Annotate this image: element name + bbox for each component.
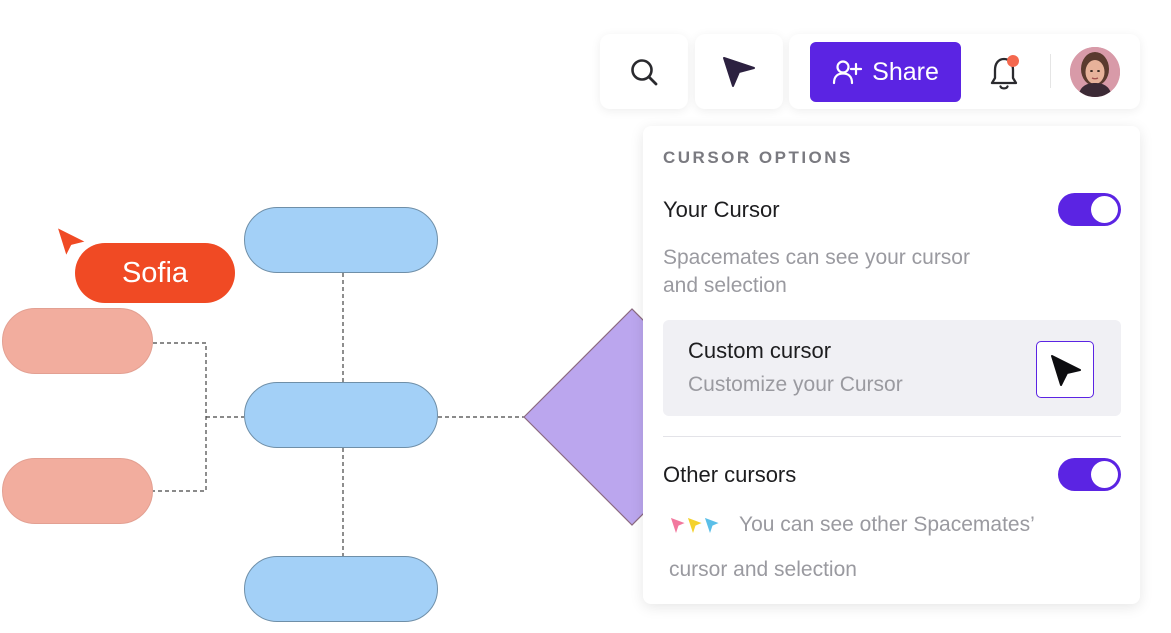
notification-dot — [1007, 55, 1019, 67]
multi-cursor-icon — [668, 514, 724, 540]
bell-icon — [990, 55, 1019, 90]
your-cursor-title: Your Cursor — [663, 197, 780, 222]
node-left-upper[interactable] — [2, 308, 153, 374]
toggle-knob — [1091, 196, 1118, 223]
custom-cursor-subtitle: Customize your Cursor — [688, 373, 903, 396]
share-button[interactable]: Share — [810, 42, 961, 102]
your-cursor-desc-line1: Spacemates can see your cursor — [663, 246, 970, 269]
node-top[interactable] — [244, 207, 438, 273]
other-cursors-desc-line2: cursor and selection — [669, 558, 857, 581]
other-cursors-title: Other cursors — [663, 462, 797, 487]
panel-divider — [663, 436, 1121, 437]
node-left-lower[interactable] — [2, 458, 153, 524]
your-cursor-toggle[interactable] — [1058, 193, 1121, 226]
node-center[interactable] — [244, 382, 438, 448]
connector-left-bracket — [153, 342, 207, 492]
avatar[interactable] — [1070, 47, 1120, 97]
share-label: Share — [872, 57, 939, 86]
collaborator-cursor-icon — [54, 224, 90, 260]
your-cursor-description: Spacemates can see your cursor and selec… — [663, 244, 970, 300]
cursor-options-button[interactable] — [695, 34, 783, 109]
search-icon — [629, 57, 659, 87]
notifications-button[interactable] — [988, 54, 1024, 92]
user-avatar-image — [1070, 47, 1120, 97]
panel-heading: CURSOR OPTIONS — [663, 148, 853, 167]
custom-cursor-title: Custom cursor — [688, 338, 832, 363]
other-cursors-desc-line1: You can see other Spacemates’ — [739, 513, 1035, 536]
cursor-arrow-icon — [721, 54, 757, 90]
collaborator-name-tag: Sofia — [75, 243, 235, 303]
cursor-arrow-icon — [1051, 355, 1081, 386]
add-user-icon — [833, 60, 863, 85]
your-cursor-desc-line2: and selection — [663, 274, 787, 297]
search-button[interactable] — [600, 34, 688, 109]
cursor-options-panel: CURSOR OPTIONS Your Cursor Spacemates ca… — [643, 126, 1140, 604]
node-bottom[interactable] — [244, 556, 438, 622]
toolbar-actions: Share — [789, 34, 1140, 109]
custom-cursor-preview[interactable] — [1036, 341, 1094, 398]
toolbar-divider — [1050, 54, 1051, 88]
toggle-knob — [1091, 461, 1118, 488]
other-cursors-toggle[interactable] — [1058, 458, 1121, 491]
custom-cursor-card[interactable]: Custom cursor Customize your Cursor — [663, 320, 1121, 416]
